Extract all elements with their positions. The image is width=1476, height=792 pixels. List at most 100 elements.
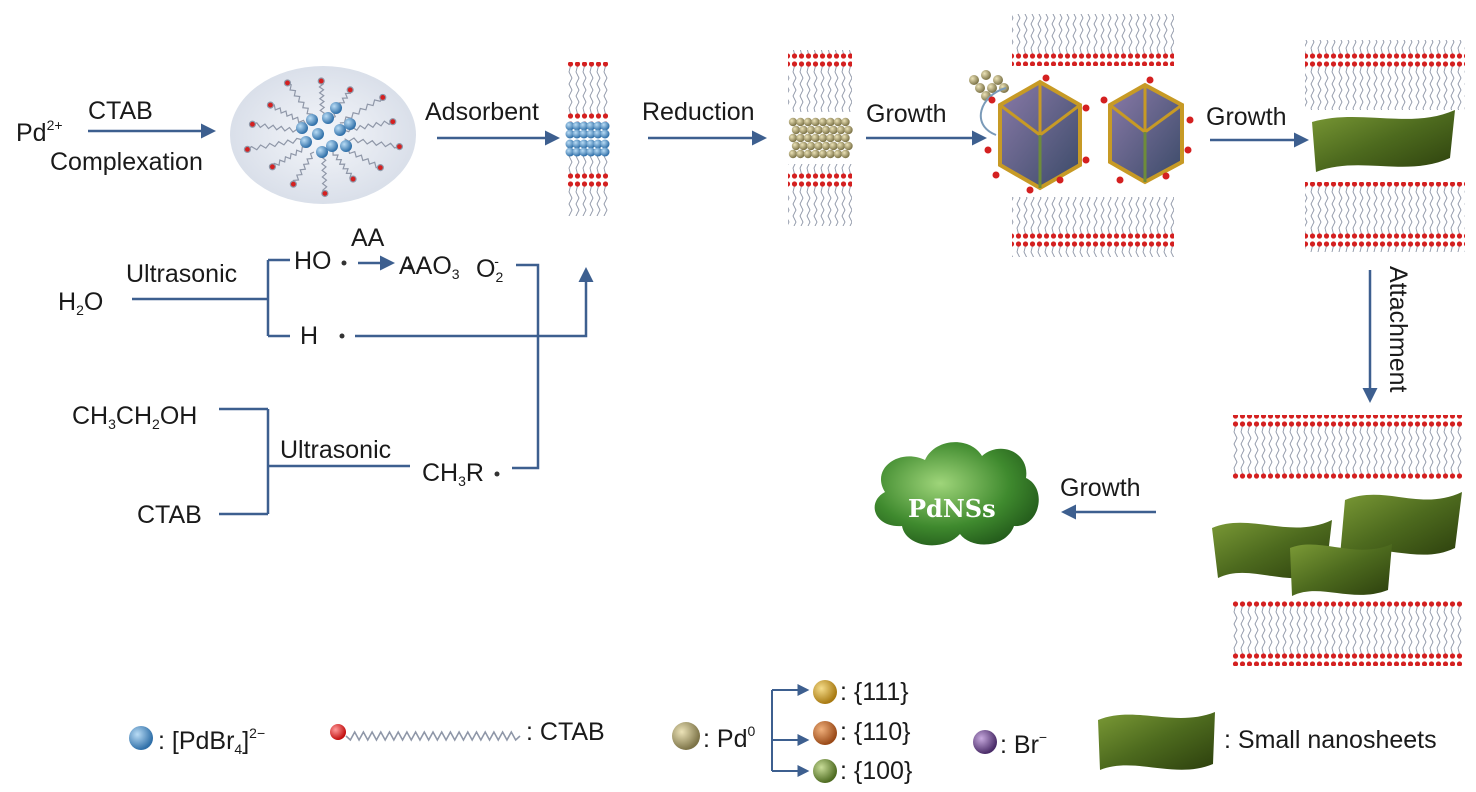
micelle-ctab-tail	[252, 122, 302, 133]
pdnss-label: PdNSs	[908, 494, 996, 523]
aao3-label: AAO3	[399, 252, 460, 282]
pd0-atom	[836, 141, 846, 151]
ctab-head	[984, 146, 992, 154]
pdbr4-ion	[586, 129, 596, 139]
legend-pd0-label: : Pd0	[703, 723, 756, 753]
pd0-atom	[796, 117, 805, 127]
pdnss-cloud	[874, 442, 1039, 546]
legend-110-sphere	[813, 721, 837, 745]
ultrasonic-label-2: Ultrasonic	[280, 436, 392, 464]
radical-pathways	[132, 255, 594, 516]
micelle-ctab-head	[248, 120, 257, 128]
micelle-pdbr4-ion	[300, 136, 312, 148]
legend-111-label: : {111}	[840, 678, 909, 706]
micelle-ctab-head	[346, 86, 354, 94]
pd0-atom	[818, 133, 828, 143]
free-pd0-atom	[975, 83, 985, 93]
bilayer-with-pd0	[788, 50, 853, 226]
legend-pd0-sphere	[672, 722, 700, 750]
micelle-pdbr4-ion	[322, 112, 334, 124]
pd0-atom	[803, 117, 813, 127]
pd0-atom	[833, 133, 843, 143]
ctab-head	[1100, 96, 1108, 104]
legend-110-label: : {110}	[840, 718, 911, 746]
pd0-atom	[799, 141, 808, 151]
pd0-atom	[806, 141, 816, 151]
micelle-pdbr4-ion	[344, 118, 356, 130]
pdbr4-ion	[600, 121, 610, 131]
attachment-label: Attachment	[1384, 266, 1412, 393]
bilayer-with-nanosheet	[1305, 40, 1465, 252]
legend-small-nanosheets-label: : Small nanosheets	[1224, 726, 1437, 754]
ch3ch2oh-label: CH3CH2OH	[72, 402, 198, 432]
legend-100-sphere	[813, 759, 837, 783]
micelle-ctab-head	[266, 101, 275, 109]
pd0-atom	[829, 141, 838, 151]
micelle-pdbr4-ion	[330, 102, 342, 114]
micelle-pdbr4-ion	[312, 128, 324, 140]
o2-radical-label: O2-	[476, 253, 504, 285]
h2o-label: H2O	[58, 288, 104, 318]
free-pd0-atom	[987, 83, 997, 93]
ctab-label-top: CTAB	[88, 97, 153, 125]
pdbr4-ion	[579, 129, 589, 139]
micelle-ctab-tail	[339, 97, 384, 124]
pd0-atom	[814, 141, 823, 151]
pd0-atom	[811, 133, 820, 143]
pdbr4-ion	[565, 129, 575, 139]
pd0-atom	[796, 149, 805, 159]
pdbr4-ion	[572, 129, 582, 139]
pd0-atom	[829, 125, 838, 135]
pdbr4-ion	[593, 139, 603, 149]
micelle-ctab-tail	[320, 153, 328, 194]
bilayer-with-pdbr4	[565, 62, 610, 216]
micelle-ctab-head	[395, 143, 404, 151]
micelle-ctab-head	[268, 163, 277, 171]
pd0-atom	[803, 149, 813, 159]
micelle-pdbr4-ion	[326, 140, 338, 152]
ho-radical-label: HO	[294, 247, 332, 275]
ctab-head	[1082, 156, 1090, 164]
ctab-head	[1042, 74, 1050, 82]
pd0-atom	[803, 133, 813, 143]
pdbr4-ion	[593, 147, 603, 157]
pd0-atom	[791, 141, 801, 151]
pd0-atom	[788, 117, 798, 127]
legend-br-label: : Br−	[1000, 729, 1048, 759]
complexation-label: Complexation	[50, 148, 203, 176]
micelle-pdbr4-ion	[340, 140, 352, 152]
pd0-atom	[818, 149, 828, 159]
micelle-pdbr4-ion	[316, 146, 328, 158]
pd-nanocubes-growth	[969, 14, 1194, 257]
adsorbent-label: Adsorbent	[425, 98, 539, 126]
pdbr4-ion	[586, 121, 596, 131]
micelle-ctab-tail	[292, 151, 315, 185]
micelle-ctab-tail	[344, 137, 400, 149]
pd0-atom	[826, 117, 835, 127]
ctab-head	[1026, 186, 1034, 194]
free-pd0-atom	[981, 70, 991, 80]
pd0-atom	[826, 149, 835, 159]
micelle-ctab-head	[379, 93, 387, 102]
growth-label-2: Growth	[1206, 103, 1287, 131]
pd0-atom	[826, 133, 835, 143]
legend-ctab-head	[330, 724, 346, 740]
pd0-atom	[841, 149, 850, 159]
pdbr4-ion	[579, 139, 589, 149]
pd0-atom	[811, 117, 820, 127]
pd0-atom	[836, 125, 846, 135]
ctab-head	[1186, 116, 1194, 124]
pdbr4-ion	[600, 129, 610, 139]
nanocube-left	[998, 79, 1082, 191]
pdbr4-ion	[593, 121, 603, 131]
pdbr4-ion	[565, 121, 575, 131]
legend-ctab-tail	[345, 730, 521, 742]
bilayer-with-attached-sheets	[1212, 415, 1462, 666]
micelle-ctab-head	[376, 164, 384, 172]
ctab-head	[992, 171, 1000, 179]
micelle-ctab-tail	[247, 137, 302, 151]
micelle-ctab-head	[321, 189, 329, 198]
pdbr4-ion	[572, 139, 582, 149]
micelle-ctab-tail	[287, 82, 314, 119]
